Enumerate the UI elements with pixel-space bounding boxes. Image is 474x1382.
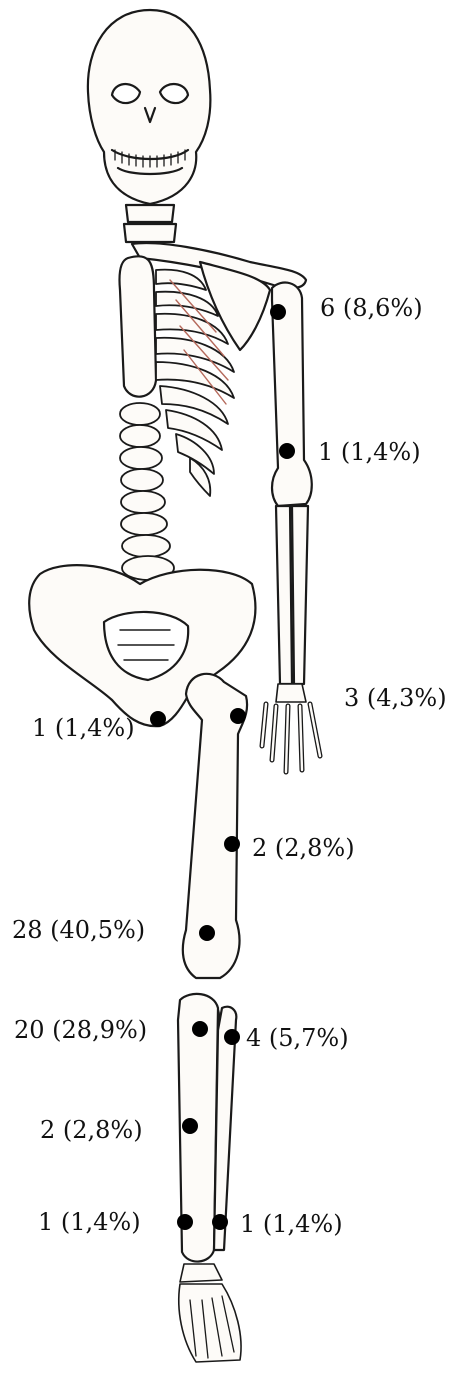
marker-label-tibia-distal: 1 (1,4%) [38,1210,141,1234]
marker-label-fibula-proximal: 4 (5,7%) [246,1026,349,1050]
marker-dot-tibia-proximal [192,1021,208,1037]
marker-dot-tibia-distal [177,1214,193,1230]
marker-dot-pelvis-hip [150,711,166,727]
marker-label-upper-arm-top: 6 (8,6%) [320,296,423,320]
marker-label-tibia-proximal: 20 (28,9%) [14,1018,147,1042]
marker-dot-fibula-proximal [224,1029,240,1045]
marker-label-pelvis-hip: 1 (1,4%) [32,716,135,740]
hand [262,684,320,772]
marker-label-tibia-mid: 2 (2,8%) [40,1118,143,1142]
marker-dot-femur-mid [224,836,240,852]
marker-label-upper-arm-mid: 1 (1,4%) [318,440,421,464]
marker-dot-femur-head [230,708,246,724]
marker-dot-upper-arm-top [270,304,286,320]
cervical-spine [124,205,176,242]
sternum [119,256,156,396]
marker-label-femur-distal: 28 (40,5%) [12,918,145,942]
marker-dot-femur-distal [199,925,215,941]
marker-dot-tibia-mid [182,1118,198,1134]
marker-label-femur-mid: 2 (2,8%) [252,836,355,860]
marker-label-fibula-distal: 1 (1,4%) [240,1212,343,1236]
skull [88,10,211,204]
spine [120,403,174,580]
foot [179,1264,241,1362]
marker-dot-upper-arm-mid [279,443,295,459]
forearm [276,506,308,684]
marker-label-hand: 3 (4,3%) [344,686,447,710]
marker-dot-fibula-distal [212,1214,228,1230]
